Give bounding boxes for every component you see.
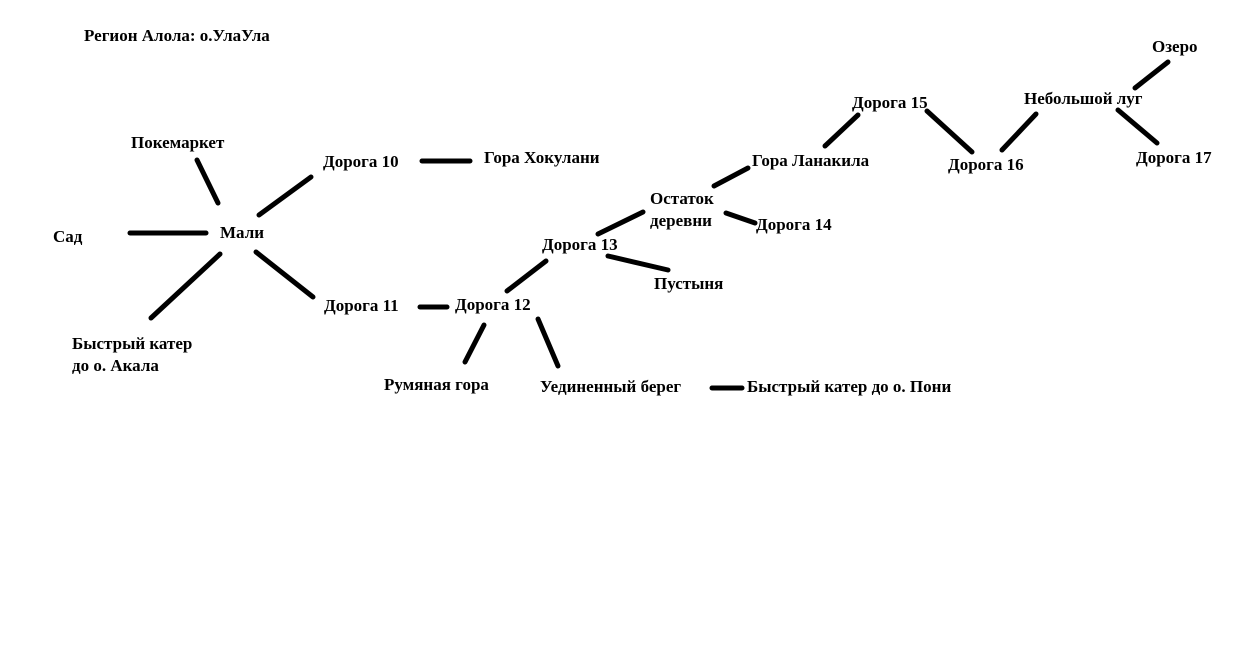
node-mali: Мали (220, 223, 265, 242)
edge-village-route14 (723, 210, 758, 226)
edge-village-lanakila (711, 165, 751, 189)
node-blush-mountain: Румяная гора (384, 375, 489, 394)
node-meadow: Небольшой луг (1024, 89, 1143, 108)
node-village-line2: деревни (650, 211, 712, 230)
edge-route16-meadow (999, 111, 1039, 153)
node-route10: Дорога 10 (323, 152, 399, 171)
node-boat-poni: Быстрый катер до о. Пони (747, 377, 952, 396)
edge-meadow-lake (1132, 59, 1171, 91)
node-route17: Дорога 17 (1136, 148, 1212, 167)
edge-meadow-route17 (1115, 107, 1160, 146)
node-route15: Дорога 15 (852, 93, 928, 112)
node-village-line1: Остаток (650, 189, 714, 208)
edge-lanakila-route15 (822, 112, 861, 149)
edge-route15-route16 (924, 108, 975, 155)
edge-mali-route10 (256, 174, 314, 218)
edge-route12-route13 (504, 258, 549, 294)
node-lanakila: Гора Ланакила (752, 151, 870, 170)
node-hokulani: Гора Хокулани (484, 148, 600, 167)
node-route16: Дорога 16 (948, 155, 1024, 174)
node-route14: Дорога 14 (756, 215, 832, 234)
edge-mali-route11 (253, 249, 316, 300)
edge-route13-desert (605, 253, 671, 273)
edge-mali-boat_akala (148, 251, 223, 321)
node-route11: Дорога 11 (324, 296, 399, 315)
diagram-title: Регион Алола: о.УлаУла (84, 26, 270, 45)
node-pokemart: Покемаркет (131, 133, 225, 152)
edge-route12-secluded_shore (535, 316, 561, 369)
node-garden: Сад (53, 227, 83, 246)
edge-route13-village (595, 209, 646, 237)
node-secluded-shore: Уединенный берег (540, 377, 682, 396)
node-desert: Пустыня (654, 274, 724, 293)
edge-pokemart-mali (194, 157, 221, 206)
node-boat-akala-line1: Быстрый катер (72, 334, 193, 353)
node-lake: Озеро (1152, 37, 1198, 56)
node-boat-akala-line2: до о. Акала (72, 356, 159, 375)
node-route12: Дорога 12 (455, 295, 531, 314)
edge-route12-blush_mountain (462, 322, 487, 365)
node-route13: Дорога 13 (542, 235, 618, 254)
